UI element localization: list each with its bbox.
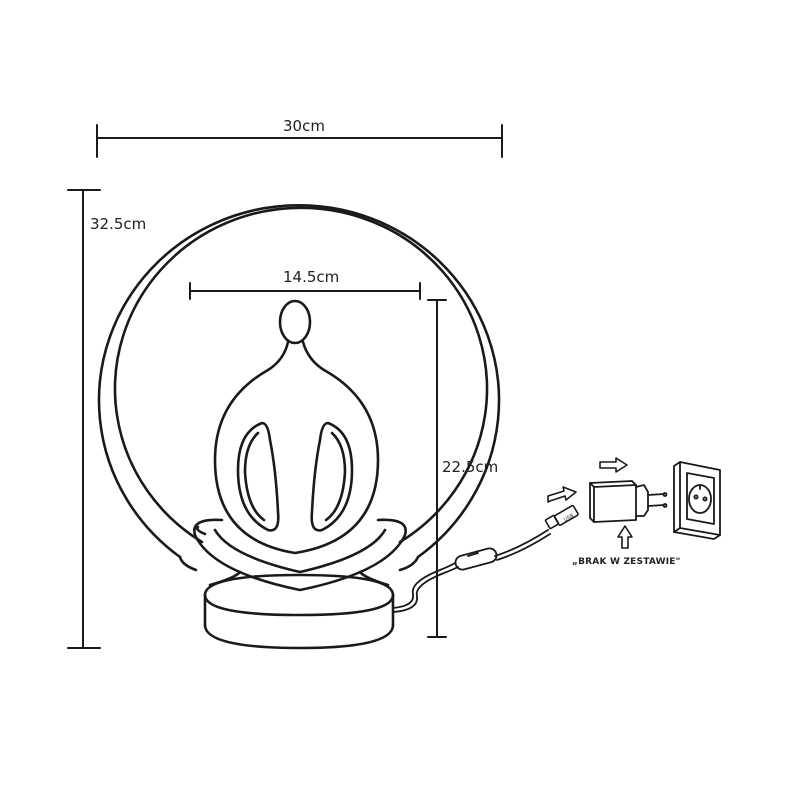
oval-base xyxy=(203,570,395,650)
figure-head xyxy=(278,299,312,345)
total-width-label: 30cm xyxy=(283,117,325,135)
figure-right-arm xyxy=(310,421,354,532)
power-cable xyxy=(392,529,551,613)
arrow-up-icon xyxy=(617,525,633,549)
arrow-right-icon-top xyxy=(599,457,628,473)
usb-label: USB xyxy=(563,512,575,523)
figure-legs xyxy=(193,518,407,592)
usb-plug xyxy=(544,504,579,530)
figure-height-dimension-line xyxy=(427,299,447,638)
power-adapter xyxy=(589,480,668,523)
inline-switch xyxy=(454,547,498,571)
lamp-ring xyxy=(97,204,501,572)
figure-left-arm xyxy=(236,421,280,532)
meditating-figure xyxy=(193,299,407,592)
not-included-note: „BRAK W ZESTAWIE" xyxy=(572,557,681,567)
wall-socket xyxy=(673,461,721,540)
figure-width-label: 14.5cm xyxy=(283,268,340,286)
total-height-label: 32.5cm xyxy=(90,215,147,233)
width-dimension-line xyxy=(96,124,503,158)
figure-width-dimension-line xyxy=(189,282,421,300)
height-dimension-line xyxy=(67,189,101,649)
figure-height-label: 22.5cm xyxy=(442,458,499,476)
arrow-right-icon xyxy=(547,486,577,503)
figure-torso xyxy=(213,340,380,555)
